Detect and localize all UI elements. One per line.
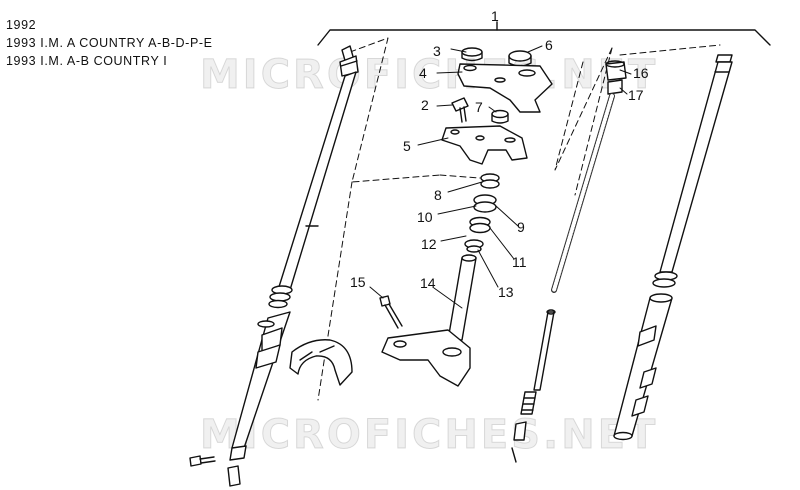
part-6-cap: [508, 50, 532, 67]
callout-1: 1: [491, 8, 499, 24]
part-4-upper-clamp: [457, 63, 553, 113]
callout-7: 7: [475, 99, 483, 115]
callout-12: 12: [421, 236, 437, 252]
callout-6: 6: [545, 37, 553, 53]
callout-5: 5: [403, 138, 411, 154]
leader-lines: [369, 45, 632, 309]
group-outline-dashed: [317, 37, 721, 401]
part-5-plate: [441, 125, 528, 165]
part-15-screw: [379, 295, 403, 329]
callout-8: 8: [434, 187, 442, 203]
callout-10: 10: [417, 209, 433, 225]
callout-14: 14: [420, 275, 436, 291]
callout-2: 2: [421, 97, 429, 113]
callout-11: 11: [512, 254, 527, 270]
callout-4: 4: [419, 65, 427, 81]
right-fork-leg: [613, 54, 733, 441]
fork-spring-assembly: [511, 60, 627, 463]
fork-bracket-part: [289, 339, 353, 386]
callout-15: 15: [350, 274, 366, 290]
callout-13: 13: [498, 284, 514, 300]
callout-16: 16: [633, 65, 649, 81]
part-2-bolt: [451, 97, 469, 123]
model-country-line-1: 1993 I.M. A COUNTRY A-B-D-P-E: [6, 36, 213, 50]
part-7-nut: [491, 109, 509, 124]
model-year-line: 1992: [6, 18, 37, 32]
callout-17: 17: [628, 87, 644, 103]
callout-9: 9: [517, 219, 525, 235]
part-14-lower-clamp: [381, 254, 477, 387]
bearing-stack: [464, 173, 500, 253]
assembly-bracket: [317, 21, 771, 46]
watermark-bottom: MICROFICHES.NET: [199, 412, 659, 459]
part-3-cap: [461, 47, 483, 62]
callout-3: 3: [433, 43, 441, 59]
left-fork-leg: [189, 45, 359, 487]
callout-labels: 1 3 6 4 2 7 5 16 17 8 9 10 11 12 13 14 1…: [350, 8, 649, 300]
model-country-line-2: 1993 I.M. A-B COUNTRY I: [6, 54, 168, 68]
